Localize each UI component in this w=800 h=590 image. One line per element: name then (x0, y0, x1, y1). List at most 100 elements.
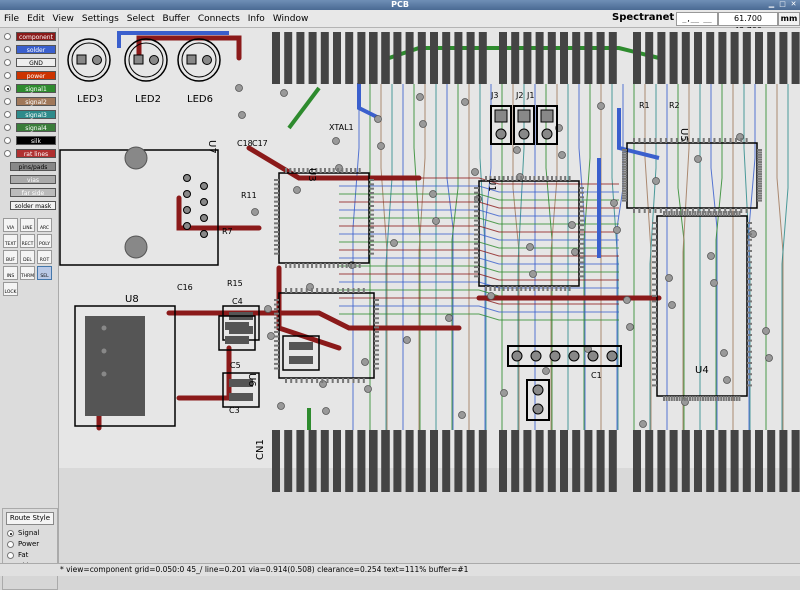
chip-pin (747, 317, 752, 320)
tool-sel-button[interactable]: SEL (37, 266, 52, 280)
units-toggle-button[interactable]: mm (778, 12, 800, 26)
menu-window[interactable]: Window (272, 13, 309, 24)
chip-pin (306, 168, 309, 173)
layer-visibility-button[interactable]: signal1 (16, 84, 56, 93)
layer-row-rat-lines[interactable]: rat lines (4, 149, 56, 159)
menu-settings[interactable]: Settings (81, 13, 119, 24)
via (361, 358, 369, 366)
layer-row-gnd[interactable]: GND (4, 58, 56, 68)
menu-connects[interactable]: Connects (197, 13, 240, 24)
layer-select-radio[interactable] (4, 46, 11, 53)
layer-row-far-side[interactable]: far side (4, 188, 56, 198)
layer-visibility-button[interactable]: silk (16, 136, 56, 145)
chip-pin (546, 176, 549, 181)
layer-visibility-button[interactable]: far side (10, 188, 56, 197)
layer-select-radio[interactable] (4, 98, 11, 105)
chip-pin (747, 322, 752, 325)
capacitor-outline (218, 315, 256, 351)
route-style-radio[interactable] (7, 530, 14, 537)
layer-select-radio[interactable] (4, 59, 11, 66)
tool-del-button[interactable]: DEL (20, 250, 35, 264)
chip-pin (328, 168, 331, 173)
layer-row-signal3[interactable]: signal3 (4, 110, 56, 120)
connector-finger (669, 32, 678, 84)
connector-finger (596, 32, 605, 84)
chip-pin (757, 175, 762, 178)
silk-label: U3 (306, 168, 317, 182)
signal-trace (545, 84, 553, 430)
route-style-radio[interactable] (7, 541, 14, 548)
layer-visibility-button[interactable]: power (16, 71, 56, 80)
layer-visibility-button[interactable]: GND (16, 58, 56, 67)
layer-row-signal1[interactable]: signal1 (4, 84, 56, 94)
tool-lock-button[interactable]: LOCK (3, 282, 18, 296)
layer-select-radio[interactable] (4, 111, 11, 118)
chip-pin (274, 252, 279, 255)
chip-pin (747, 311, 752, 314)
menu-info[interactable]: Info (247, 13, 265, 24)
layer-row-pins-pads[interactable]: pins/pads (4, 162, 56, 172)
chip-pin (652, 328, 657, 331)
tool-poly-button[interactable]: POLY (37, 234, 52, 248)
maximize-icon[interactable]: □ (779, 0, 786, 8)
chip-pin (293, 168, 296, 173)
chip-pin (757, 194, 762, 197)
layer-select-radio[interactable] (4, 124, 11, 131)
route-style-radio[interactable] (7, 552, 14, 559)
layer-select-radio[interactable] (4, 150, 11, 157)
layer-row-signal4[interactable]: signal4 (4, 123, 56, 133)
connector-finger (417, 32, 426, 84)
layer-select-radio[interactable] (4, 85, 11, 92)
layer-visibility-button[interactable]: signal2 (16, 97, 56, 106)
tool-ins-button[interactable]: INS (3, 266, 18, 280)
layer-select-radio[interactable] (4, 33, 11, 40)
layer-visibility-button[interactable]: signal4 (16, 123, 56, 132)
layer-row-power[interactable]: power (4, 71, 56, 81)
route-style-button[interactable]: Route Style (6, 512, 54, 525)
connector-finger (308, 32, 317, 84)
layer-row-solder[interactable]: solder (4, 45, 56, 55)
layer-visibility-button[interactable]: solder (16, 45, 56, 54)
layer-row-solder-mask[interactable]: solder mask (4, 201, 56, 211)
layer-row-vias[interactable]: vias (4, 175, 56, 185)
u8-heatsink (85, 316, 145, 416)
tool-buf-button[interactable]: BUF (3, 250, 18, 264)
menu-buffer[interactable]: Buffer (162, 13, 190, 24)
layer-visibility-button[interactable]: rat lines (16, 149, 56, 158)
connector-finger (430, 430, 438, 492)
chip-pin (708, 208, 711, 213)
chip-pin (311, 168, 313, 173)
layer-visibility-button[interactable]: vias (10, 175, 56, 184)
chip-pin (274, 330, 279, 333)
layer-row-silk[interactable]: silk (4, 136, 56, 146)
connector-finger (296, 32, 305, 84)
menu-file[interactable]: File (4, 13, 20, 24)
layer-visibility-button[interactable]: signal3 (16, 110, 56, 119)
connector-finger (657, 32, 666, 84)
layer-visibility-button[interactable]: pins/pads (10, 162, 56, 171)
minimize-icon[interactable]: ▁ (768, 0, 775, 8)
chip-pin (274, 218, 279, 220)
layer-select-radio[interactable] (4, 137, 11, 144)
layer-visibility-button[interactable]: component (16, 32, 56, 41)
layer-row-component[interactable]: component (4, 32, 56, 42)
layer-row-signal2[interactable]: signal2 (4, 97, 56, 107)
tool-via-button[interactable]: VIA (3, 218, 18, 232)
tool-arc-button[interactable]: ARC (37, 218, 52, 232)
chip-pin (285, 168, 287, 173)
tool-rot-button[interactable]: ROT (37, 250, 52, 264)
menu-edit[interactable]: Edit (27, 13, 45, 24)
layer-visibility-button[interactable]: solder mask (10, 201, 56, 210)
close-icon[interactable]: ✕ (790, 0, 797, 8)
tool-rect-button[interactable]: RECT (20, 234, 35, 248)
tool-line-button[interactable]: LINE (20, 218, 35, 232)
tool-text-button[interactable]: TEXT (3, 234, 18, 248)
menu-select[interactable]: Select (126, 13, 155, 24)
tool-thrm-button[interactable]: THRM (20, 266, 35, 280)
menu-view[interactable]: View (52, 13, 74, 24)
layer-select-radio[interactable] (4, 72, 11, 79)
rj45-pin (183, 206, 191, 214)
chip-pin (673, 396, 676, 401)
